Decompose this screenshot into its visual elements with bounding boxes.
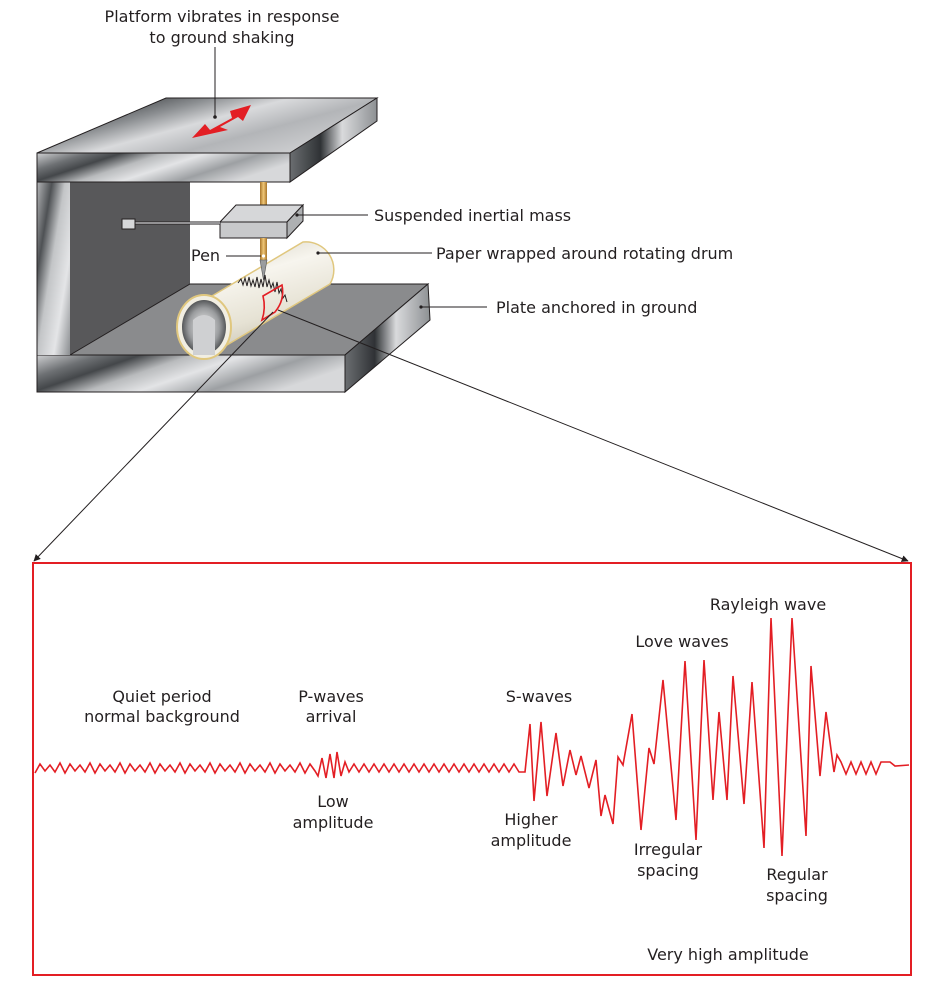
pen-label: Pen [191,246,220,265]
rotating-drum [176,241,335,360]
hinge [121,218,136,230]
quiet-label-line1: Quiet period [112,687,211,706]
base-plate-side [344,282,431,394]
swaves-label: S-waves [506,687,572,706]
quiet-label-line2: normal background [84,707,240,726]
pwaves-amp-line1: Low [317,792,349,811]
platform-front [36,152,291,183]
pen-rod [260,238,267,260]
vibration-arrow-icon [192,105,251,138]
rayleigh-spacing-line2: spacing [766,886,828,905]
drum-label: Paper wrapped around rotating drum [436,244,733,263]
swaves-amp-line2: amplitude [491,831,572,850]
base-plate-front [36,354,346,393]
zoom-connector-right [277,309,909,562]
drum-trace [237,274,288,303]
drum-highlight [260,283,284,322]
pen-tip [259,259,268,281]
pwaves-label-line1: P-waves [298,687,364,706]
platform-label-line2: to ground shaking [149,28,294,47]
love-label: Love waves [635,632,728,651]
love-spacing-line2: spacing [637,861,699,880]
swaves-amp-line1: Higher [504,810,558,829]
seismogram-trace [34,617,910,857]
seismogram-frame [32,562,912,976]
mass-label: Suspended inertial mass [374,206,571,225]
pwaves-amp-line2: amplitude [293,813,374,832]
zoom-connector-left [33,311,274,562]
plate-label: Plate anchored in ground [496,298,697,317]
pwaves-label-line2: arrival [306,707,357,726]
very-high-amp-label: Very high amplitude [647,945,809,964]
seismometer-illustration [33,47,909,562]
platform-label-line1: Platform vibrates in response [105,7,340,26]
rayleigh-label: Rayleigh wave [710,595,826,614]
frame-leg-front [37,153,70,355]
suspension-rod [260,182,267,212]
love-spacing-line1: Irregular [634,840,703,859]
rayleigh-spacing-line1: Regular [766,865,828,884]
platform-side [289,97,378,183]
